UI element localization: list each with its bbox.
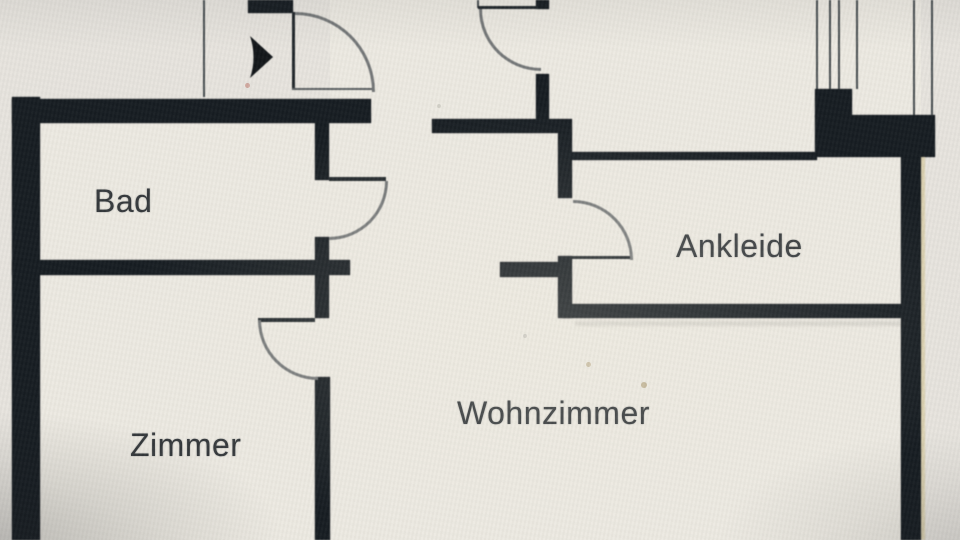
topdoor-jamb-line xyxy=(477,0,479,8)
wall-topdoor-stub xyxy=(536,0,549,9)
window-line-2 xyxy=(829,0,831,89)
window-line-1 xyxy=(816,0,818,89)
entrance-door-leaf xyxy=(292,12,295,90)
wall-mid-lower xyxy=(315,377,330,540)
room-label-zimmer: Zimmer xyxy=(130,427,242,463)
wall-topright-horizontal xyxy=(815,115,935,157)
wall-outer-left xyxy=(12,97,40,540)
entrance-door-arc xyxy=(295,12,375,92)
topright-door-leaf xyxy=(478,6,538,9)
wall-ankleide-stub xyxy=(500,262,564,277)
bad-door-arc xyxy=(329,181,388,240)
wall-stairwell-stub xyxy=(248,0,293,13)
wall-mid-middle xyxy=(315,237,329,318)
window-line-6 xyxy=(931,0,933,115)
wall-outer-right xyxy=(901,152,921,540)
entrance-arrow-icon xyxy=(250,36,273,78)
screen-reflection-line xyxy=(575,321,907,326)
stairwell-wall-line xyxy=(203,0,205,97)
window-line-3 xyxy=(838,0,840,89)
room-label-bad: Bad xyxy=(94,183,153,219)
window-line-5 xyxy=(913,0,915,115)
window-line-4 xyxy=(856,0,858,89)
topright-door-arc xyxy=(479,9,541,71)
wall-topdoor-lower xyxy=(536,74,549,123)
zimmer-door-arc xyxy=(258,320,318,380)
bad-door-leaf xyxy=(329,177,386,181)
ankleide-door-arc xyxy=(573,200,633,260)
wall-entry-bottom xyxy=(432,119,572,133)
room-label-ankleide: Ankleide xyxy=(676,228,803,264)
chromatic-fringe xyxy=(921,157,925,540)
room-label-wohnzimmer: Wohnzimmer xyxy=(457,395,650,431)
wall-mid-upper xyxy=(315,121,329,180)
wall-ankleide-top-thin xyxy=(572,152,817,160)
wall-ankleide-bottom xyxy=(562,304,907,318)
wall-top-bad xyxy=(12,99,371,123)
wall-ankleide-left-upper xyxy=(558,133,572,198)
wall-bad-zimmer-divider xyxy=(12,260,350,275)
wall-topright-block xyxy=(815,89,852,117)
